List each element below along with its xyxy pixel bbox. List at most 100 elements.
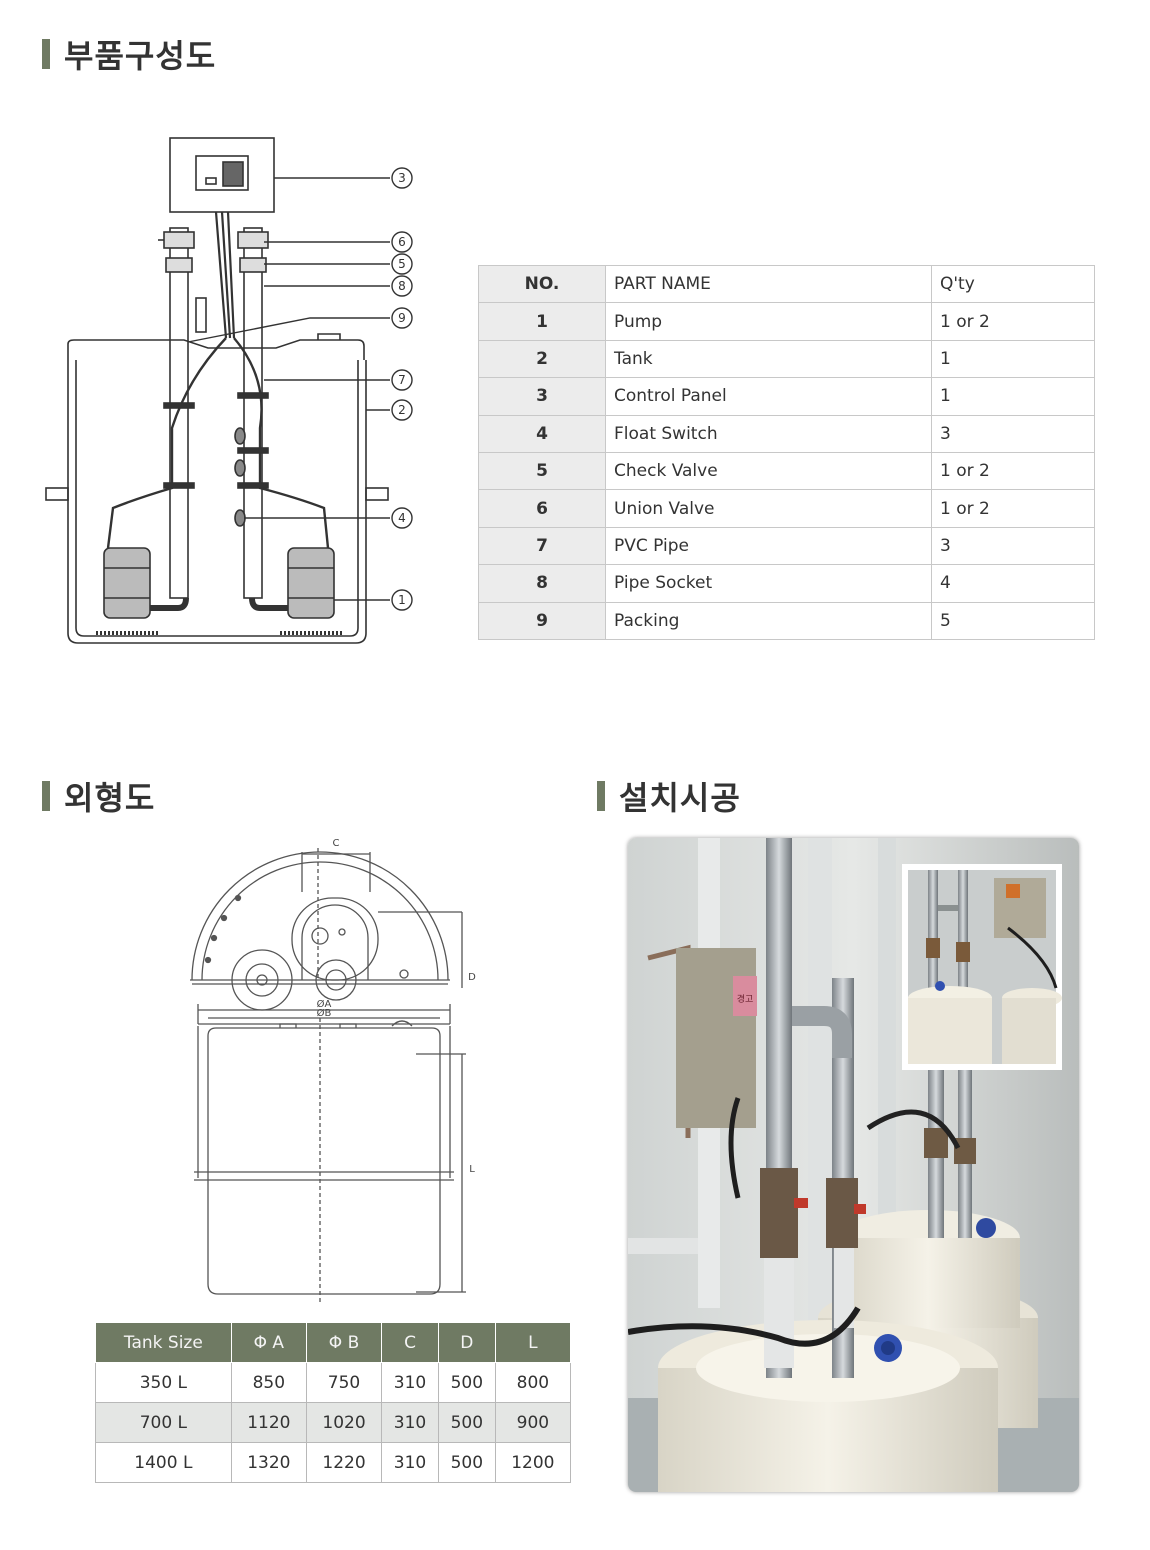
part-name-cell: Union Valve — [605, 489, 932, 528]
callout-label: 8 — [398, 279, 406, 293]
part-name-cell: Float Switch — [605, 414, 932, 453]
part-qty-cell: 3 — [931, 414, 1095, 453]
part-qty-cell: 1 — [931, 339, 1095, 379]
callout-label: 6 — [398, 235, 406, 249]
size-table-cell: 1120 — [230, 1402, 307, 1443]
size-table-cell: 310 — [381, 1402, 439, 1443]
size-table-cell: 700 L — [95, 1402, 232, 1443]
parts-diagram: 3 6 5 8 9 7 2 4 1 — [45, 137, 413, 644]
callout-label: 5 — [398, 257, 406, 271]
header-no: NO. — [478, 264, 606, 304]
left-pump-shape — [103, 547, 151, 619]
size-table-cell: 310 — [381, 1442, 439, 1483]
part-name-cell: Check Valve — [605, 451, 932, 491]
outline-drawing: C D ØA ØB L — [190, 838, 476, 1304]
control-panel-shape — [169, 137, 275, 213]
header-qty: Q'ty — [931, 264, 1095, 304]
size-table-cell: 1320 — [230, 1442, 307, 1483]
part-no-cell: 6 — [478, 489, 606, 528]
part-qty-cell: 1 — [931, 377, 1095, 416]
size-table-cell: 800 — [494, 1362, 572, 1403]
callout-label: 7 — [398, 373, 406, 387]
callout-label: 3 — [398, 171, 406, 185]
part-name-cell: Pump — [605, 302, 932, 341]
part-no-cell: 1 — [478, 302, 606, 341]
callout-label: 4 — [398, 511, 406, 525]
part-no-cell: 5 — [478, 451, 606, 491]
callout-label: 9 — [398, 311, 406, 325]
installation-photo: 경고 — [628, 838, 1079, 1492]
callout-label: 2 — [398, 403, 406, 417]
part-name-cell: Packing — [605, 601, 932, 640]
size-table-cell: 750 — [305, 1362, 383, 1403]
size-table-header-cell: C — [381, 1322, 439, 1363]
section-title-outline: 외형도 — [42, 776, 156, 817]
size-table-header-cell: L — [494, 1322, 572, 1363]
photo-control-box — [676, 948, 756, 1128]
part-name-cell: PVC Pipe — [605, 526, 932, 566]
dimension-d-label: D — [468, 972, 476, 983]
size-table-cell: 500 — [437, 1442, 496, 1483]
part-name-cell: Control Panel — [605, 377, 932, 416]
dimension-l-label: L — [469, 1164, 475, 1175]
section-title-install: 설치시공 — [597, 776, 741, 817]
photo-sign-text: 경고 — [737, 993, 754, 1005]
part-qty-cell: 1 or 2 — [931, 302, 1095, 341]
tank-body-shape — [67, 360, 367, 644]
outline-title-text: 외형도 — [64, 779, 156, 817]
size-table-cell: 310 — [381, 1362, 439, 1403]
title-bar-icon — [597, 781, 605, 811]
dimension-b-label: ØB — [317, 1007, 332, 1019]
title-bar-icon — [42, 39, 50, 69]
size-table-cell: 850 — [230, 1362, 307, 1403]
photo-inset — [902, 864, 1062, 1070]
front-view-body — [207, 1027, 441, 1295]
dimension-c-label: C — [333, 838, 340, 849]
size-table-cell: 900 — [494, 1402, 572, 1443]
part-qty-cell: 4 — [931, 564, 1095, 603]
part-no-cell: 9 — [478, 601, 606, 640]
size-table-cell: 500 — [437, 1402, 496, 1443]
part-qty-cell: 5 — [931, 601, 1095, 640]
install-title-text: 설치시공 — [619, 779, 741, 817]
size-table-header-cell: Φ A — [230, 1322, 307, 1363]
size-table-cell: 1400 L — [95, 1442, 232, 1483]
part-name-cell: Tank — [605, 339, 932, 379]
parts-table-header-row: NO. PART NAME Q'ty — [478, 264, 1095, 304]
part-qty-cell: 3 — [931, 526, 1095, 566]
dimension-a-label: ØA — [317, 998, 332, 1010]
title-bar-icon — [42, 781, 50, 811]
part-no-cell: 8 — [478, 564, 606, 603]
part-qty-cell: 1 or 2 — [931, 489, 1095, 528]
size-table-cell: 1020 — [305, 1402, 383, 1443]
parts-title-text: 부품구성도 — [64, 37, 217, 75]
part-no-cell: 7 — [478, 526, 606, 566]
top-view-dome — [191, 851, 449, 981]
callout-label: 1 — [398, 593, 406, 607]
header-part-name: PART NAME — [605, 264, 932, 304]
size-table-cell: 350 L — [95, 1362, 232, 1403]
part-no-cell: 3 — [478, 377, 606, 416]
part-name-cell: Pipe Socket — [605, 564, 932, 603]
part-qty-cell: 1 or 2 — [931, 451, 1095, 491]
size-table-header-cell: D — [437, 1322, 496, 1363]
part-no-cell: 4 — [478, 414, 606, 453]
size-table-cell: 1200 — [494, 1442, 572, 1483]
size-table-header-cell: Φ B — [305, 1322, 383, 1363]
size-table-header-cell: Tank Size — [95, 1322, 232, 1363]
section-title-parts: 부품구성도 — [42, 34, 217, 75]
